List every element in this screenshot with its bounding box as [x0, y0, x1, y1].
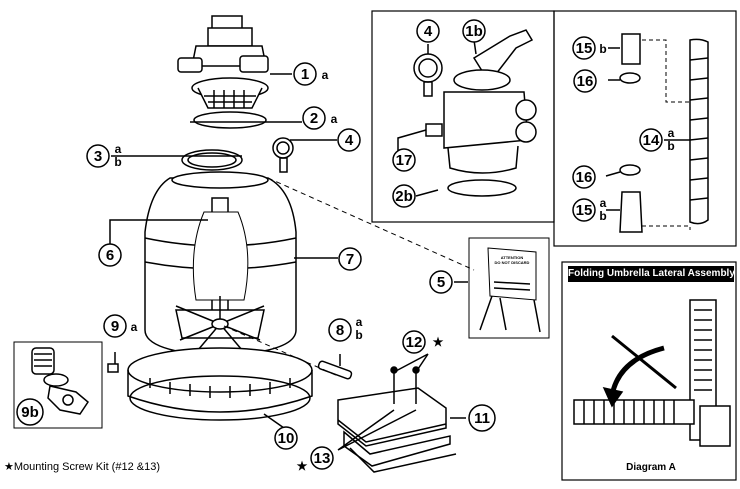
callout-4-inset: 4	[424, 23, 433, 40]
hose-14	[689, 38, 709, 225]
mounting-screws	[393, 372, 417, 404]
inset-title: Folding Umbrella Lateral Assembly	[568, 266, 734, 282]
callout-15a-sub-a: a	[600, 196, 607, 210]
footnote: ★Mounting Screw Kit (#12 &13)	[4, 461, 160, 473]
fitting-15a	[619, 191, 643, 233]
callout-circles	[16, 19, 663, 470]
drain-cap	[107, 363, 119, 373]
callout-14-sub-b: b	[667, 139, 674, 153]
o-ring-16-top	[619, 72, 641, 84]
callout-14-sub-a: a	[668, 126, 675, 140]
callout-9a-sub: a	[131, 320, 138, 334]
callout-3: 3	[94, 148, 102, 165]
inset-caption: Diagram A	[626, 462, 676, 473]
callout-3-sub-a: a	[115, 142, 122, 156]
callout-2a-sub: a	[331, 112, 338, 126]
callout-16-bottom: 16	[576, 169, 593, 186]
umbrella-lateral-drawing	[573, 299, 731, 447]
callout-16-top: 16	[577, 73, 594, 90]
callout-15a-sub-b: b	[599, 209, 606, 223]
callout-11: 11	[474, 410, 490, 427]
callout-6: 6	[106, 247, 114, 264]
fitting-15b	[621, 33, 641, 65]
o-ring-16-bottom	[619, 164, 641, 176]
valve-assembly-1b	[425, 29, 537, 197]
callout-4: 4	[345, 132, 354, 149]
callout-1a-sub: a	[322, 68, 329, 82]
callout-2a: 2	[310, 110, 318, 127]
callout-15b-sub: b	[599, 42, 606, 56]
callout-13-star: ★	[297, 459, 308, 473]
callout-12-star: ★	[433, 335, 444, 349]
callout-2b: 2b	[395, 188, 413, 205]
inset-box-diagram-a	[561, 261, 737, 481]
callout-15b: 15	[576, 40, 593, 57]
callout-9a: 9	[111, 318, 119, 335]
base-lid-11	[337, 387, 457, 473]
callout-10: 10	[278, 430, 295, 447]
drain-plug	[317, 360, 353, 380]
valve-parts-9b	[31, 347, 89, 415]
inset-box-9b	[13, 341, 103, 429]
callout-3-sub-b: b	[114, 155, 121, 169]
callout-12: 12	[406, 334, 423, 351]
pressure-gauge	[272, 137, 294, 173]
callout-7: 7	[346, 251, 354, 268]
warning-sign	[479, 247, 541, 333]
multiport-valve-top	[177, 15, 269, 129]
callout-1a: 1	[301, 66, 309, 83]
callout-13: 13	[314, 450, 331, 467]
sign-text-attention: ATTENTION	[501, 255, 524, 260]
o-ring-3	[181, 149, 243, 171]
callout-9b: 9b	[21, 404, 39, 421]
inset-box-hose	[553, 10, 737, 247]
callout-8-sub-b: b	[355, 328, 362, 342]
callout-8: 8	[336, 322, 344, 339]
callout-17: 17	[396, 152, 413, 169]
callout-5: 5	[437, 274, 445, 291]
pressure-gauge-inset	[413, 53, 443, 97]
callout-8-sub-a: a	[356, 315, 363, 329]
filter-tank	[144, 171, 297, 357]
callout-15a: 15	[576, 202, 593, 219]
filter-base	[127, 347, 313, 421]
callout-14: 14	[643, 132, 660, 149]
sign-text-do-not-discard: DO NOT DISCARD	[495, 260, 530, 265]
callout-1b: 1b	[465, 23, 483, 40]
